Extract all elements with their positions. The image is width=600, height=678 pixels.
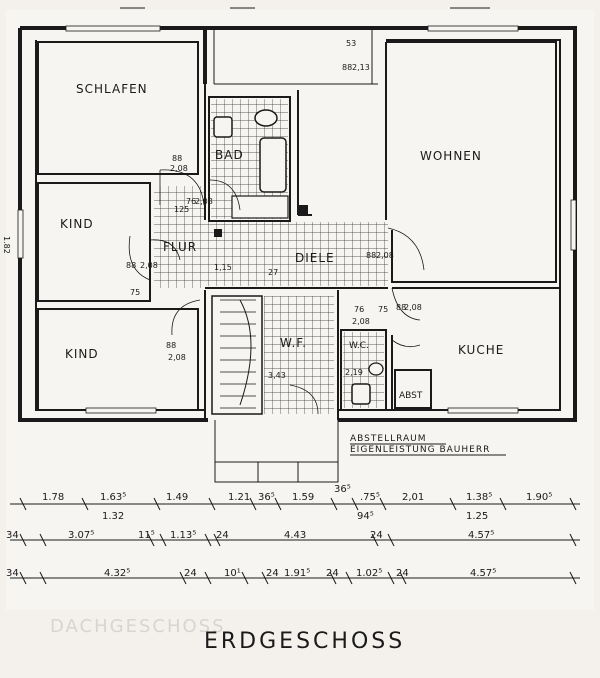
door-label: 76 — [186, 197, 196, 206]
bath-fixtures — [213, 109, 384, 405]
dim-label: 2,01 — [402, 492, 424, 503]
door-label: 2,08 — [168, 353, 186, 362]
door-swings — [128, 169, 425, 415]
dim-label: 1.21 — [228, 492, 250, 503]
shower-icon — [231, 195, 289, 219]
door-label: 88 — [126, 261, 136, 270]
door-label: 88 — [172, 154, 182, 163]
chimney-icon — [298, 205, 308, 215]
door-label: 3,43 — [268, 371, 286, 380]
dim-label: 1.63⁵ — [100, 492, 126, 503]
bathtub-icon — [259, 137, 287, 193]
dim-label: 4.43 — [284, 530, 306, 541]
dim-label: 1.02⁵ — [356, 568, 382, 579]
door-label: 2,08 — [195, 197, 213, 206]
dimension-row-1: 1.78 1.63⁵ 1.49 1.21 36⁵ 1.59 36⁵ .75⁵ 2… — [42, 484, 552, 522]
eigenleistung-label: EIGENLEISTUNG BAUHERR — [350, 445, 490, 455]
dim-label: 24 — [326, 568, 339, 579]
room-label-schlafen: SCHLAFEN — [76, 82, 148, 96]
door-label: 2,08 — [140, 261, 158, 270]
sink-icon — [254, 109, 278, 127]
dim-label: 1.59 — [292, 492, 314, 503]
abstellraum-annex — [214, 420, 339, 483]
door-label: 2,08 — [170, 164, 188, 173]
dim-label: 1.25 — [466, 511, 488, 522]
door-label: 125 — [174, 205, 189, 214]
dim-label: 1.13⁵ — [170, 530, 196, 541]
room-label-bad: BAD — [215, 148, 244, 162]
door-label: 2,08 — [376, 251, 394, 260]
dim-label: 34 — [6, 568, 19, 579]
door-label: 27 — [268, 268, 278, 277]
dim-label: 1.78 — [42, 492, 64, 503]
dim-label: .75⁵ — [360, 492, 380, 503]
door-label: 88 — [342, 63, 352, 72]
door-label: 2,19 — [345, 368, 363, 377]
room-label-wf: W.F. — [280, 336, 307, 350]
door-label: 75 — [130, 288, 140, 297]
dim-label: 24 — [184, 568, 197, 579]
door-label: 88 — [396, 303, 406, 312]
dim-label: 24 — [216, 530, 229, 541]
dim-label: 34 — [6, 530, 19, 541]
dim-label: 36⁵ — [258, 492, 275, 503]
door-label: 1,15 — [214, 263, 232, 272]
column-icon — [214, 229, 222, 237]
staircase — [211, 295, 263, 415]
windows — [17, 25, 577, 414]
dim-label: 1.32 — [102, 511, 124, 522]
room-label-wohnen: WOHNEN — [420, 149, 482, 163]
room-label-kuche: KUCHE — [458, 343, 504, 357]
dimension-chains — [10, 497, 580, 585]
dim-label: 36⁵ — [334, 484, 351, 495]
room-label-diele: DIELE — [295, 251, 335, 265]
room-label-abst: ABST — [399, 391, 423, 401]
faint-title: DACHGESCHOSS — [50, 616, 226, 637]
dim-label: 4.57⁵ — [470, 568, 496, 579]
wc-sink-icon — [368, 362, 384, 376]
dim-label: 1.90⁵ — [526, 492, 552, 503]
dim-label: 1.38⁵ — [466, 492, 492, 503]
toilet-icon — [213, 116, 233, 138]
room-label-flur: FLUR — [163, 240, 197, 254]
dim-label: 10¹ — [224, 568, 241, 579]
abstellraum-label: ABSTELLRAUM — [350, 434, 427, 444]
dimension-row-3: 34 4.32⁵ 24 10¹ 24 1.91⁵ 24 1.02⁵ 24 4.5… — [6, 568, 496, 579]
room-label-wc: W.C. — [349, 341, 369, 351]
room-label-kind-top: KIND — [60, 217, 94, 231]
dimension-row-2: 34 3.07⁵ 11⁵ 1.13⁵ 24 4.43 24 4.57⁵ — [6, 530, 494, 541]
dim-label: 1.49 — [166, 492, 188, 503]
door-label: 53 — [346, 39, 356, 48]
door-label: 2,08 — [404, 303, 422, 312]
door-label: 2,13 — [352, 63, 370, 72]
dim-label: 3.07⁵ — [68, 530, 94, 541]
door-label: 76 — [354, 305, 364, 314]
dim-label: 1.91⁵ — [284, 568, 310, 579]
door-label: 2,08 — [352, 317, 370, 326]
door-label: 75 — [378, 305, 388, 314]
room-label-kind-bottom: KIND — [65, 347, 99, 361]
dim-label: 11⁵ — [138, 530, 155, 541]
side-dimension-label: 1.82 — [2, 236, 11, 254]
door-label: 88 — [166, 341, 176, 350]
door-label: 88 — [366, 251, 376, 260]
page-title: ERDGESCHOSS — [204, 629, 405, 654]
dim-label: 4.57⁵ — [468, 530, 494, 541]
dim-label: 24 — [370, 530, 383, 541]
dim-label: 94⁵ — [357, 511, 374, 522]
dim-label: 24 — [266, 568, 279, 579]
wc-toilet-icon — [351, 383, 371, 405]
dim-label: 4.32⁵ — [104, 568, 130, 579]
dim-label: 24 — [396, 568, 409, 579]
